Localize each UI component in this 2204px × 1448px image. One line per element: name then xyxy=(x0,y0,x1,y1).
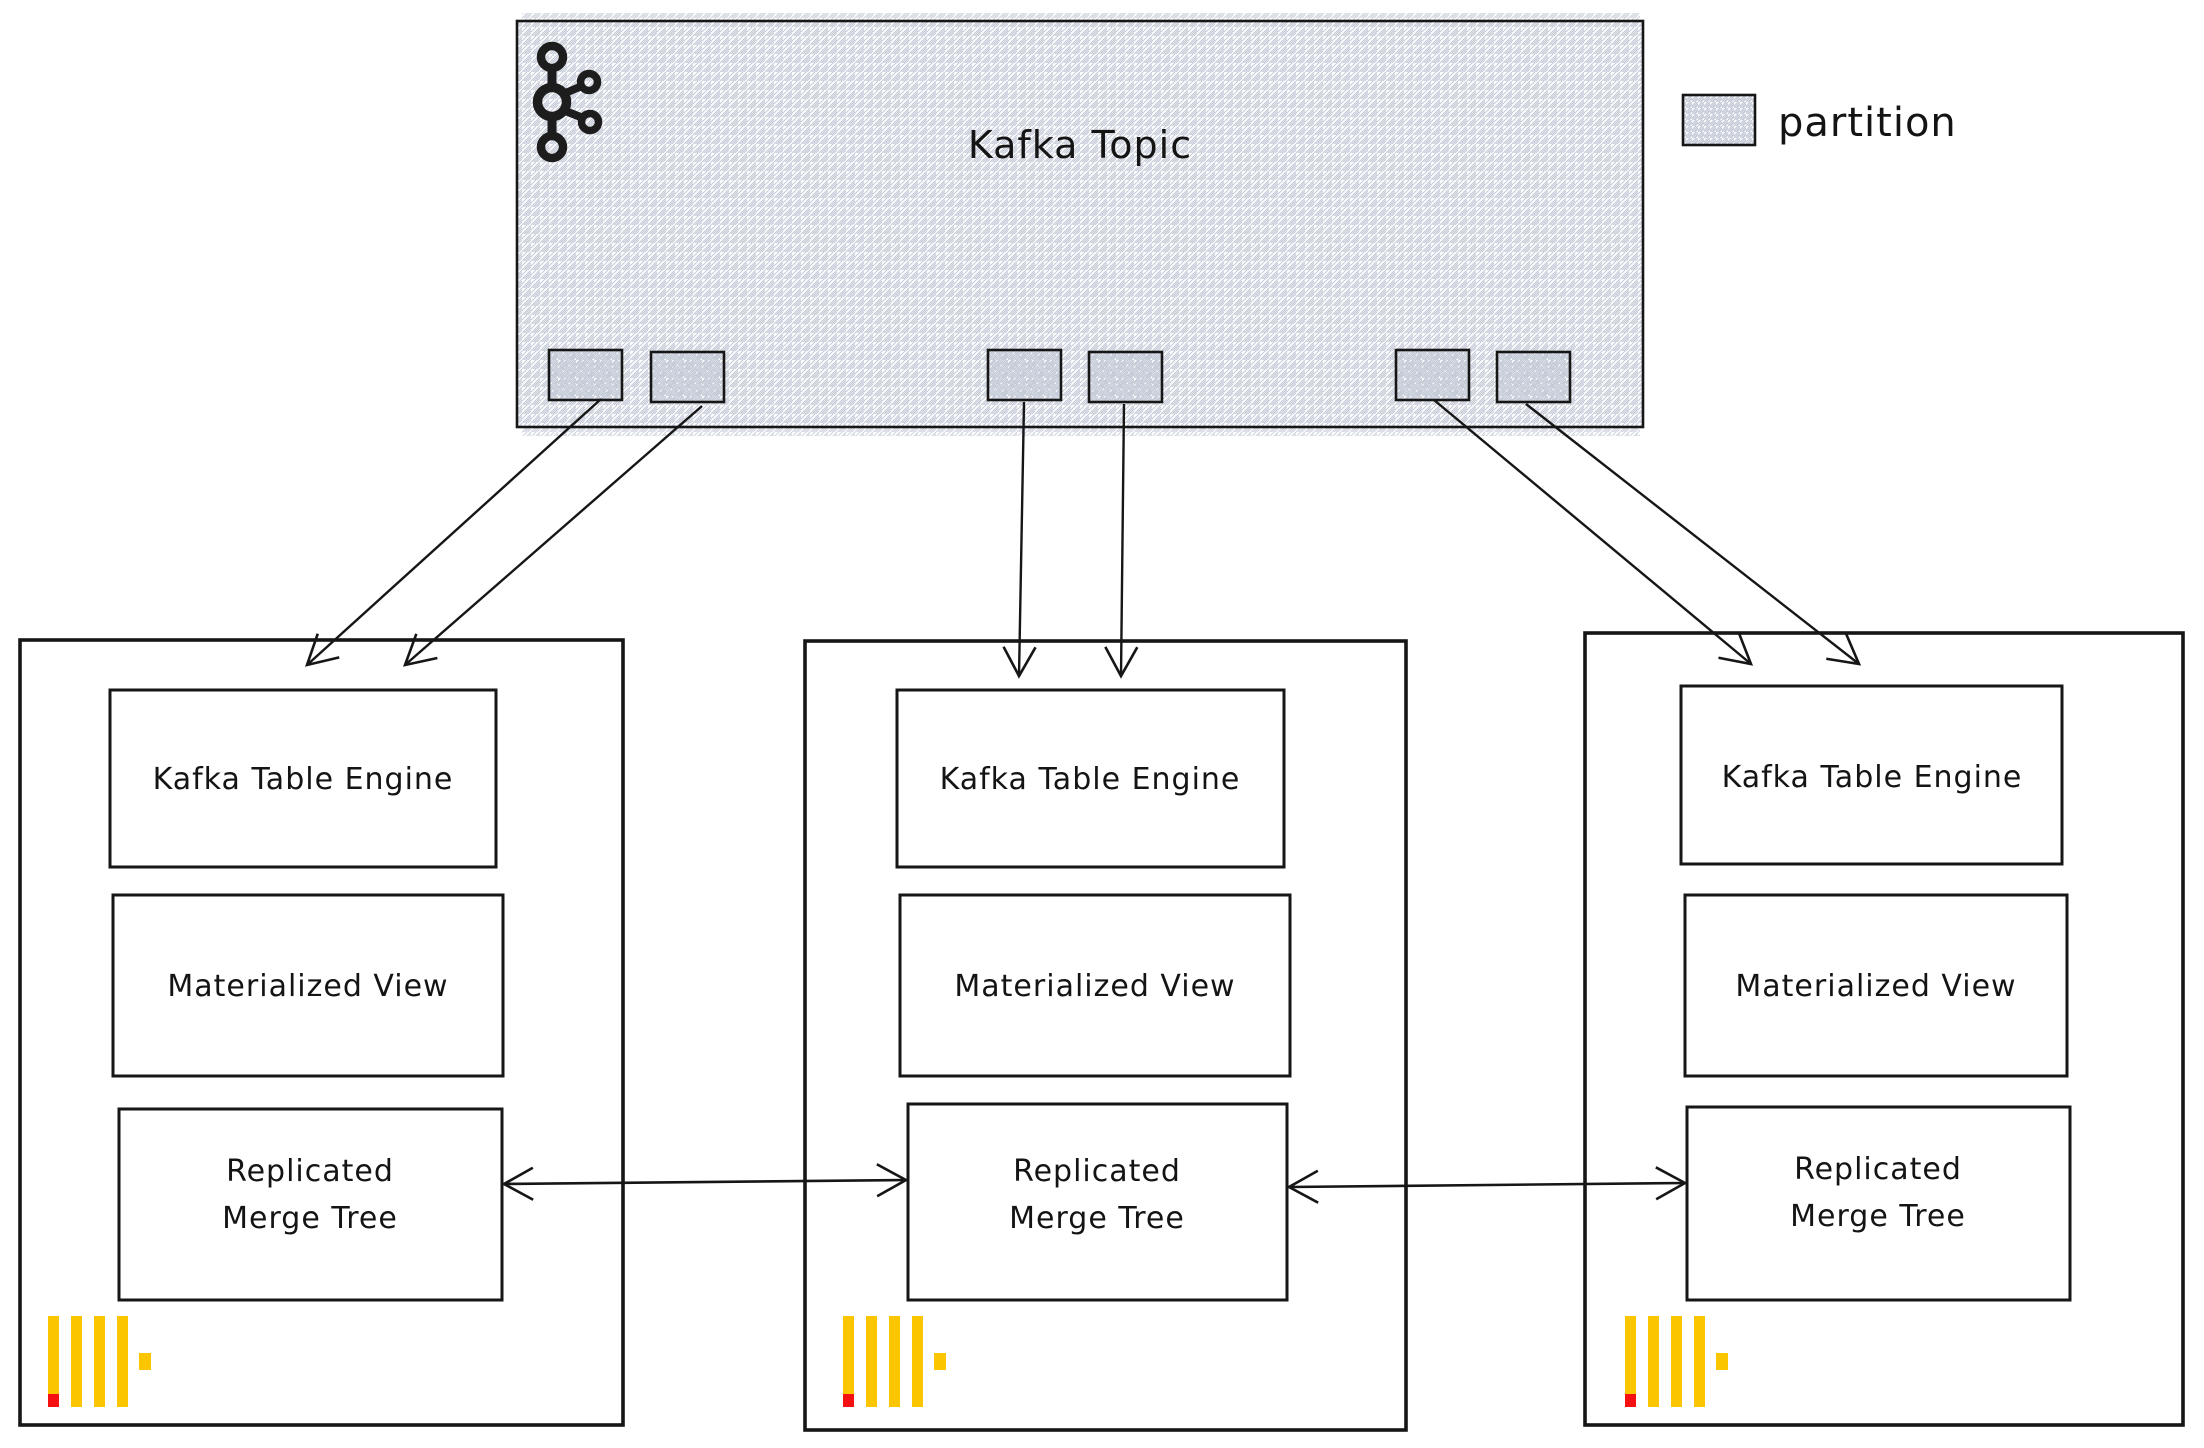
kafka-icon xyxy=(532,41,603,163)
node2-tree-label-line2: Merge Tree xyxy=(1009,1201,1185,1236)
replication-arrow-node1-node2 xyxy=(501,1163,909,1201)
partition xyxy=(1394,348,1471,402)
replication-arrow-node2-node3 xyxy=(1286,1166,1688,1204)
node3-tree-label-line2: Merge Tree xyxy=(1790,1199,1966,1234)
node1-tree-label-line1: Replicated xyxy=(226,1154,394,1189)
node1-materialized-view-box xyxy=(111,893,505,1078)
arrow-p2-node1 xyxy=(402,405,703,667)
legend-label: partition xyxy=(1778,100,1957,146)
arrow-p4-node2 xyxy=(1104,403,1139,679)
node2-materialized-view-box xyxy=(898,893,1292,1078)
node2-box xyxy=(803,639,1408,1432)
node1-box xyxy=(18,638,625,1427)
node3-view-label: Materialized View xyxy=(1735,969,2016,1004)
partition xyxy=(547,348,624,402)
partition xyxy=(986,348,1063,402)
node2-kafka-table-engine-box xyxy=(895,688,1286,869)
arrow-p5-node3 xyxy=(1433,399,1754,666)
arrow-p3-node2 xyxy=(1002,401,1037,679)
kafka-topic-label: Kafka Topic xyxy=(968,123,1192,167)
node3-tree-label-line1: Replicated xyxy=(1794,1152,1962,1187)
clickhouse-logo xyxy=(843,1316,946,1407)
node3-box xyxy=(1583,631,2185,1427)
arrow-p6-node3 xyxy=(1525,403,1862,666)
partition-arrows xyxy=(305,398,1862,679)
node3-kafka-table-engine-box xyxy=(1679,684,2064,866)
partition xyxy=(649,350,726,404)
node2-replicated-merge-tree-box xyxy=(906,1102,1289,1302)
partition xyxy=(1087,350,1164,404)
clickhouse-logo xyxy=(48,1316,151,1407)
node3-materialized-view-box xyxy=(1683,893,2069,1078)
node1-kafka-table-engine-box xyxy=(108,688,498,869)
node1-tree-label-line2: Merge Tree xyxy=(222,1201,398,1236)
node1-replicated-merge-tree-box xyxy=(117,1107,504,1302)
node2-engine-label: Kafka Table Engine xyxy=(940,762,1241,797)
node3-engine-label: Kafka Table Engine xyxy=(1722,760,2023,795)
node1-engine-label: Kafka Table Engine xyxy=(153,762,454,797)
node2-tree-label-line1: Replicated xyxy=(1013,1154,1181,1189)
partition xyxy=(1495,350,1572,404)
clickhouse-logo xyxy=(1625,1316,1728,1407)
hatch-fringe-top xyxy=(522,13,1640,21)
node2-view-label: Materialized View xyxy=(954,969,1235,1004)
node3-replicated-merge-tree-box xyxy=(1685,1105,2072,1302)
node1-view-label: Materialized View xyxy=(167,969,448,1004)
hatch-fringe-bottom xyxy=(522,427,1640,436)
legend-swatch-crosshatch-square xyxy=(1681,93,1757,147)
arrow-p1-node1 xyxy=(305,398,602,667)
